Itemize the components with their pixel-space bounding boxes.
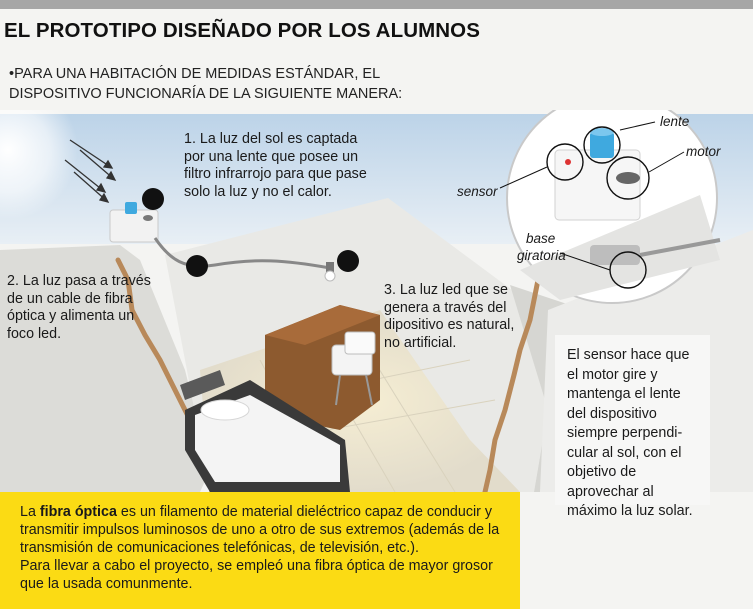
side-note-line: máximo la luz solar. xyxy=(567,503,693,519)
step3-text: 3. La luz led que se genera a través del… xyxy=(384,282,514,352)
info-suffix: es un filamento de material dieléctrico … xyxy=(116,504,493,520)
step1-line: 1. La luz del sol es captada xyxy=(184,131,358,147)
motor-ring xyxy=(606,156,650,200)
bed xyxy=(180,370,350,492)
solar-device xyxy=(109,202,159,243)
page-title: EL PROTOTIPO DISEÑADO POR LOS ALUMNOS xyxy=(4,19,481,42)
info-line: que la usada comunmente. xyxy=(20,576,193,592)
step1-marker xyxy=(142,188,164,210)
step2-text: 2. La luz pasa a través de un cable de f… xyxy=(7,273,151,343)
step2-marker xyxy=(186,255,208,277)
side-note-line: siempre perpendi- xyxy=(567,425,683,441)
zoom-detail xyxy=(499,110,721,304)
sun-icon xyxy=(0,110,78,220)
side-note-panel xyxy=(555,335,710,505)
step3-line: no artificial. xyxy=(384,334,457,351)
room-illustration xyxy=(0,110,753,505)
step1-line: solo la luz y no el calor. xyxy=(184,183,332,200)
step2-line: foco led. xyxy=(7,325,62,342)
info-line: transmisión de comunicaciones telefónica… xyxy=(20,540,419,556)
intro-line: DISPOSITIVO FUNCIONARÍA DE LA SIGUIENTE … xyxy=(9,86,403,102)
left-wall xyxy=(0,245,210,492)
callout-base-line: base xyxy=(526,231,556,246)
step3-line: dipositivo es natural, xyxy=(384,317,515,333)
step3-line: 3. La luz led que se xyxy=(384,282,508,298)
side-note: El sensor hace que el motor gire y mante… xyxy=(567,346,693,522)
step3-marker xyxy=(337,250,359,272)
side-note-line: aprovechar al xyxy=(567,483,654,500)
info-box xyxy=(0,492,520,609)
step1-line: por una lente que posee un xyxy=(184,148,359,165)
desk-top xyxy=(265,305,380,345)
top-bar xyxy=(0,0,753,9)
side-note-line: del dispositivo xyxy=(567,405,657,422)
step1-line: filtro infrarrojo para que pase xyxy=(184,166,367,182)
info-line: Para llevar a cabo el proyecto, se emple… xyxy=(20,558,493,574)
sun-rays xyxy=(64,139,117,203)
info-line: transmitir impulsos luminosos de uno a o… xyxy=(20,522,500,538)
side-note-line: El sensor hace que xyxy=(567,347,690,363)
step1-text: 1. La luz del sol es captada por una len… xyxy=(184,131,367,201)
led-bulb xyxy=(324,262,336,282)
step3-line: genera a través del xyxy=(384,299,507,316)
info-prefix: La xyxy=(20,504,40,520)
step2-line: 2. La luz pasa a través xyxy=(7,273,151,289)
intro-text: •PARA UNA HABITACIÓN DE MEDIDAS ESTÁNDAR… xyxy=(9,64,429,104)
intro-line: •PARA UNA HABITACIÓN DE MEDIDAS ESTÁNDAR… xyxy=(9,66,381,82)
info-line: La fibra óptica es un filamento de mater… xyxy=(20,503,512,521)
callout-sensor: sensor xyxy=(457,184,498,199)
callout-base-line: giratoria xyxy=(517,248,566,263)
info-bold-term: fibra óptica xyxy=(39,504,117,520)
side-note-line: objetivo de xyxy=(567,464,637,480)
info-box-text: La fibra óptica es un filamento de mater… xyxy=(20,503,512,593)
step2-line: óptica y alimenta un xyxy=(7,308,135,324)
chair xyxy=(331,331,376,406)
sensor-ring xyxy=(546,143,584,181)
side-note-line: el motor gire y xyxy=(567,366,658,383)
side-note-line: cular al sol, con el xyxy=(567,444,682,461)
callout-motor: motor xyxy=(686,144,721,159)
step2-line: de un cable de fibra xyxy=(7,290,133,307)
callout-lente: lente xyxy=(660,114,690,129)
fiber-optic-cable xyxy=(153,237,331,270)
side-note-line: mantenga el lente xyxy=(567,386,681,402)
callout-base: base giratoria xyxy=(517,230,566,264)
lente-ring xyxy=(583,126,621,164)
